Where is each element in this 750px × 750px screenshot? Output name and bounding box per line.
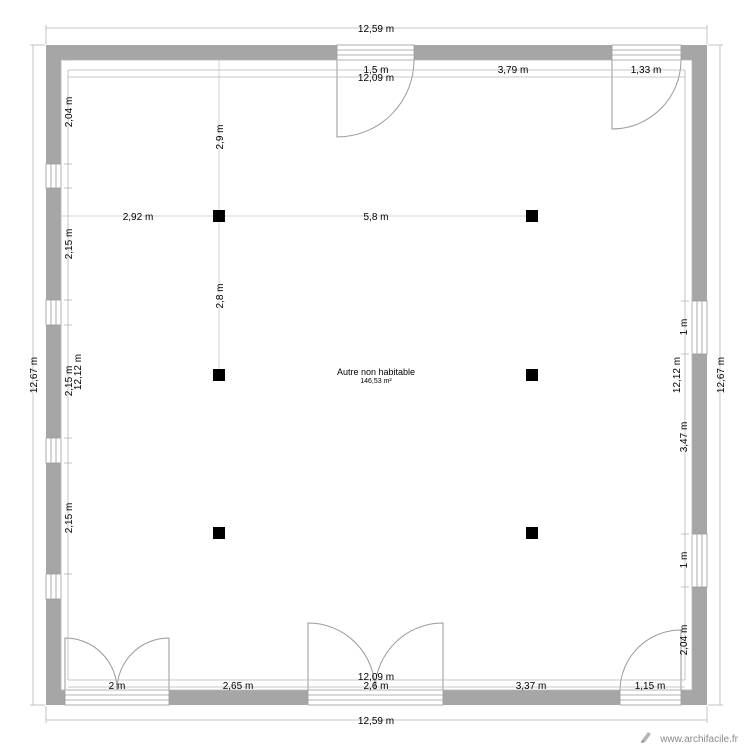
inner-lines [60, 59, 693, 691]
dim-outer-right: 12,67 m [716, 357, 727, 393]
column-1 [213, 210, 225, 222]
dim-outer-left: 12,67 m [29, 357, 40, 393]
columns [213, 210, 538, 539]
dim-left-1: 2,04 m [64, 97, 75, 128]
top-door-opening [336, 44, 415, 61]
bottom-right-door-opening [619, 689, 682, 706]
door-swings [64, 59, 682, 691]
dim-inner-top: 12,09 m [358, 73, 394, 84]
room-label: Autre non habitable 146,53 m² [337, 367, 415, 385]
dim-inner-right: 12,12 m [672, 357, 683, 393]
watermark: www.archifacile.fr [641, 732, 739, 745]
top-door-swing [336, 59, 415, 138]
bottom-left-door-swing-b [116, 637, 170, 691]
dim-col-v-2: 2,8 m [215, 283, 226, 308]
bottom-double-door-swing-a [307, 622, 376, 691]
column-2 [526, 210, 538, 222]
dim-col-h-2: 5,8 m [363, 212, 388, 223]
wall-left [46, 45, 61, 705]
dim-bottom-right: 1,15 m [635, 681, 666, 692]
dim-top-door: 1,5 m [363, 65, 388, 76]
bottom-left-door-opening [64, 689, 170, 706]
left-window-2 [45, 299, 62, 326]
dim-bottom-left: 2 m [109, 681, 126, 692]
dim-left-2: 2,15 m [64, 229, 75, 260]
dim-right-3: 1 m [679, 552, 690, 569]
dim-bottom-door: 2,6 m [363, 681, 388, 692]
bottom-right-door-swing [619, 629, 682, 691]
right-window-1 [691, 300, 708, 355]
dim-right-2: 3,47 m [679, 422, 690, 453]
dim-col-v-1: 2,9 m [215, 124, 226, 149]
column-4 [526, 369, 538, 381]
bottom-left-door-swing-a [64, 637, 118, 691]
column-5 [213, 527, 225, 539]
outer-dimension-lines [30, 25, 723, 723]
dimension-labels: 12,59 m 12,59 m 12,67 m 12,67 m 1,5 m 12… [29, 24, 727, 727]
dim-right-4: 2,04 m [679, 625, 690, 656]
room-name: Autre non habitable [337, 367, 415, 377]
wall-right [692, 45, 707, 705]
column-guides [61, 60, 532, 375]
dim-outer-top: 12,59 m [358, 24, 394, 35]
left-window-3 [45, 437, 62, 464]
top-right-door-opening [611, 44, 682, 61]
dim-top-mid: 3,79 m [498, 65, 529, 76]
dim-inner-left: 12,12 m [73, 354, 84, 390]
column-6 [526, 527, 538, 539]
dim-right-1: 1 m [679, 319, 690, 336]
dim-left-3: 2,15 m [64, 366, 75, 397]
dim-bottom-4: 3,37 m [516, 681, 547, 692]
dim-col-h-1: 2,92 m [123, 212, 154, 223]
bottom-double-door-swing-b [374, 622, 444, 691]
left-window-4 [45, 573, 62, 600]
room-area: 146,53 m² [360, 378, 392, 385]
column-3 [213, 369, 225, 381]
right-window-2 [691, 533, 708, 588]
openings [45, 44, 708, 706]
dim-inner-bottom: 12,09 m [358, 672, 394, 683]
dim-left-4: 2,15 m [64, 503, 75, 534]
dim-top-right: 1,33 m [631, 65, 662, 76]
top-right-door-swing [611, 59, 682, 130]
dim-bottom-2: 2,65 m [223, 681, 254, 692]
dim-outer-bottom: 12,59 m [358, 716, 394, 727]
bottom-double-door-opening [307, 689, 444, 706]
pencil-logo-icon [641, 732, 651, 743]
left-window-1 [45, 163, 62, 189]
watermark-text: www.archifacile.fr [659, 734, 738, 745]
